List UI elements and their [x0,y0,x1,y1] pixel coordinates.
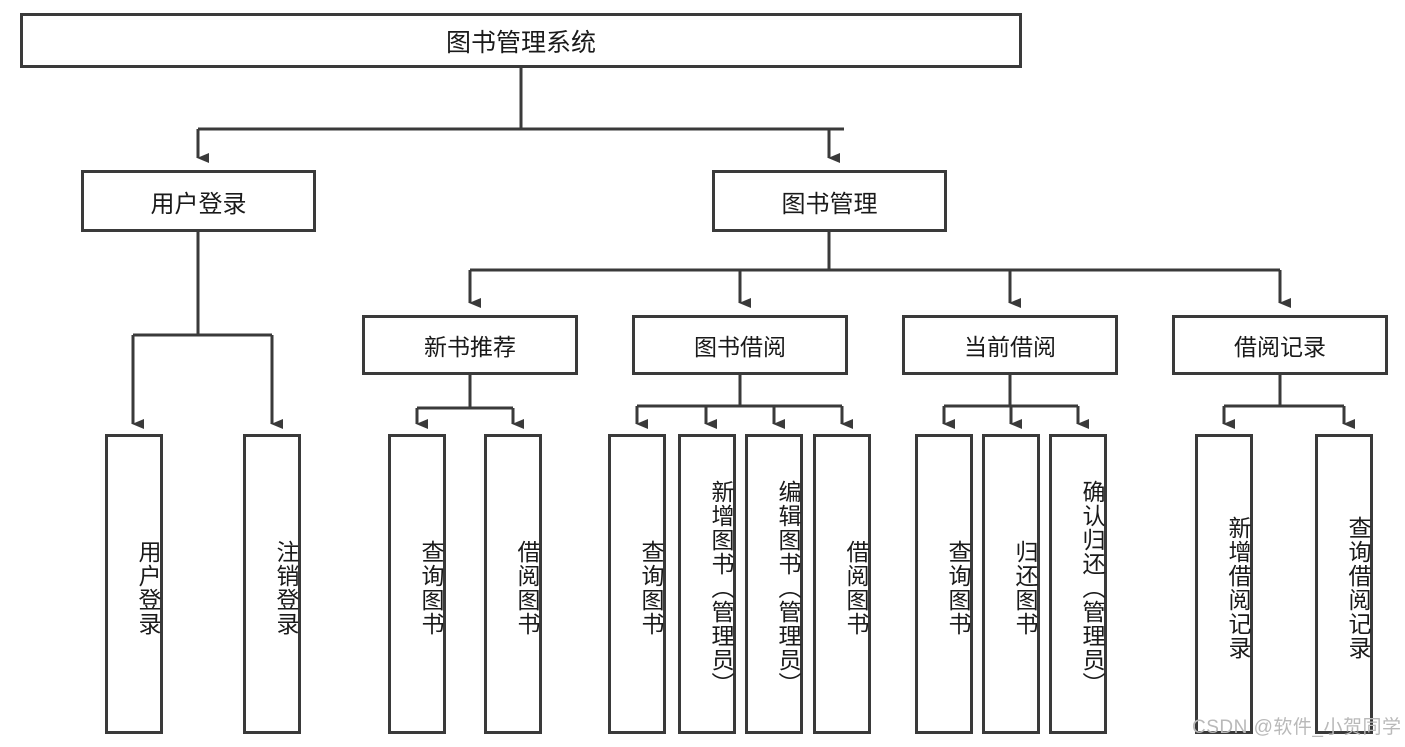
node-label: 查询图书 [418,540,444,636]
node-label: 图书借阅 [694,334,786,360]
leaf-confirm-return-admin[interactable]: 确认归还（管理员） [1049,434,1107,734]
leaf-query-borrow-record[interactable]: 查询借阅记录 [1315,434,1373,734]
node-label: 编辑图书（管理员） [775,480,801,696]
leaf-borrow-book[interactable]: 借阅图书 [813,434,871,734]
node-label: 当前借阅 [964,334,1056,360]
node-label: 查询图书 [945,540,971,636]
node-label: 图书管理系统 [445,28,596,57]
leaf-return-book[interactable]: 归还图书 [982,434,1040,734]
node-label: 新增图书（管理员） [708,480,734,696]
node-current-borrow[interactable]: 当前借阅 [902,315,1118,375]
node-borrow-record[interactable]: 借阅记录 [1172,315,1388,375]
node-label: 新书推荐 [424,334,516,360]
leaf-query-book-borrow[interactable]: 查询图书 [608,434,666,734]
node-label: 用户登录 [135,540,161,636]
node-label: 确认归还（管理员） [1079,480,1105,696]
node-book-borrow[interactable]: 图书借阅 [632,315,848,375]
node-label: 归还图书 [1012,540,1038,636]
node-book-management[interactable]: 图书管理 [712,170,947,232]
node-new-book-recommend[interactable]: 新书推荐 [362,315,578,375]
node-label: 新增借阅记录 [1225,516,1251,660]
node-label: 借阅图书 [514,540,540,636]
node-label: 查询借阅记录 [1345,516,1371,660]
node-label: 用户登录 [150,190,247,218]
node-root-system[interactable]: 图书管理系统 [20,13,1022,68]
leaf-add-borrow-record[interactable]: 新增借阅记录 [1195,434,1253,734]
leaf-logout-login[interactable]: 注销登录 [243,434,301,734]
leaf-borrow-book-recommend[interactable]: 借阅图书 [484,434,542,734]
leaf-add-book-admin[interactable]: 新增图书（管理员） [678,434,736,734]
node-label: 查询图书 [638,540,664,636]
leaf-edit-book-admin[interactable]: 编辑图书（管理员） [745,434,803,734]
node-label: 借阅图书 [843,540,869,636]
node-label: 借阅记录 [1234,334,1326,360]
leaf-query-book-current[interactable]: 查询图书 [915,434,973,734]
leaf-user-login[interactable]: 用户登录 [105,434,163,734]
node-user-login[interactable]: 用户登录 [81,170,316,232]
leaf-query-book-recommend[interactable]: 查询图书 [388,434,446,734]
node-label: 注销登录 [273,540,299,636]
node-label: 图书管理 [781,190,878,218]
